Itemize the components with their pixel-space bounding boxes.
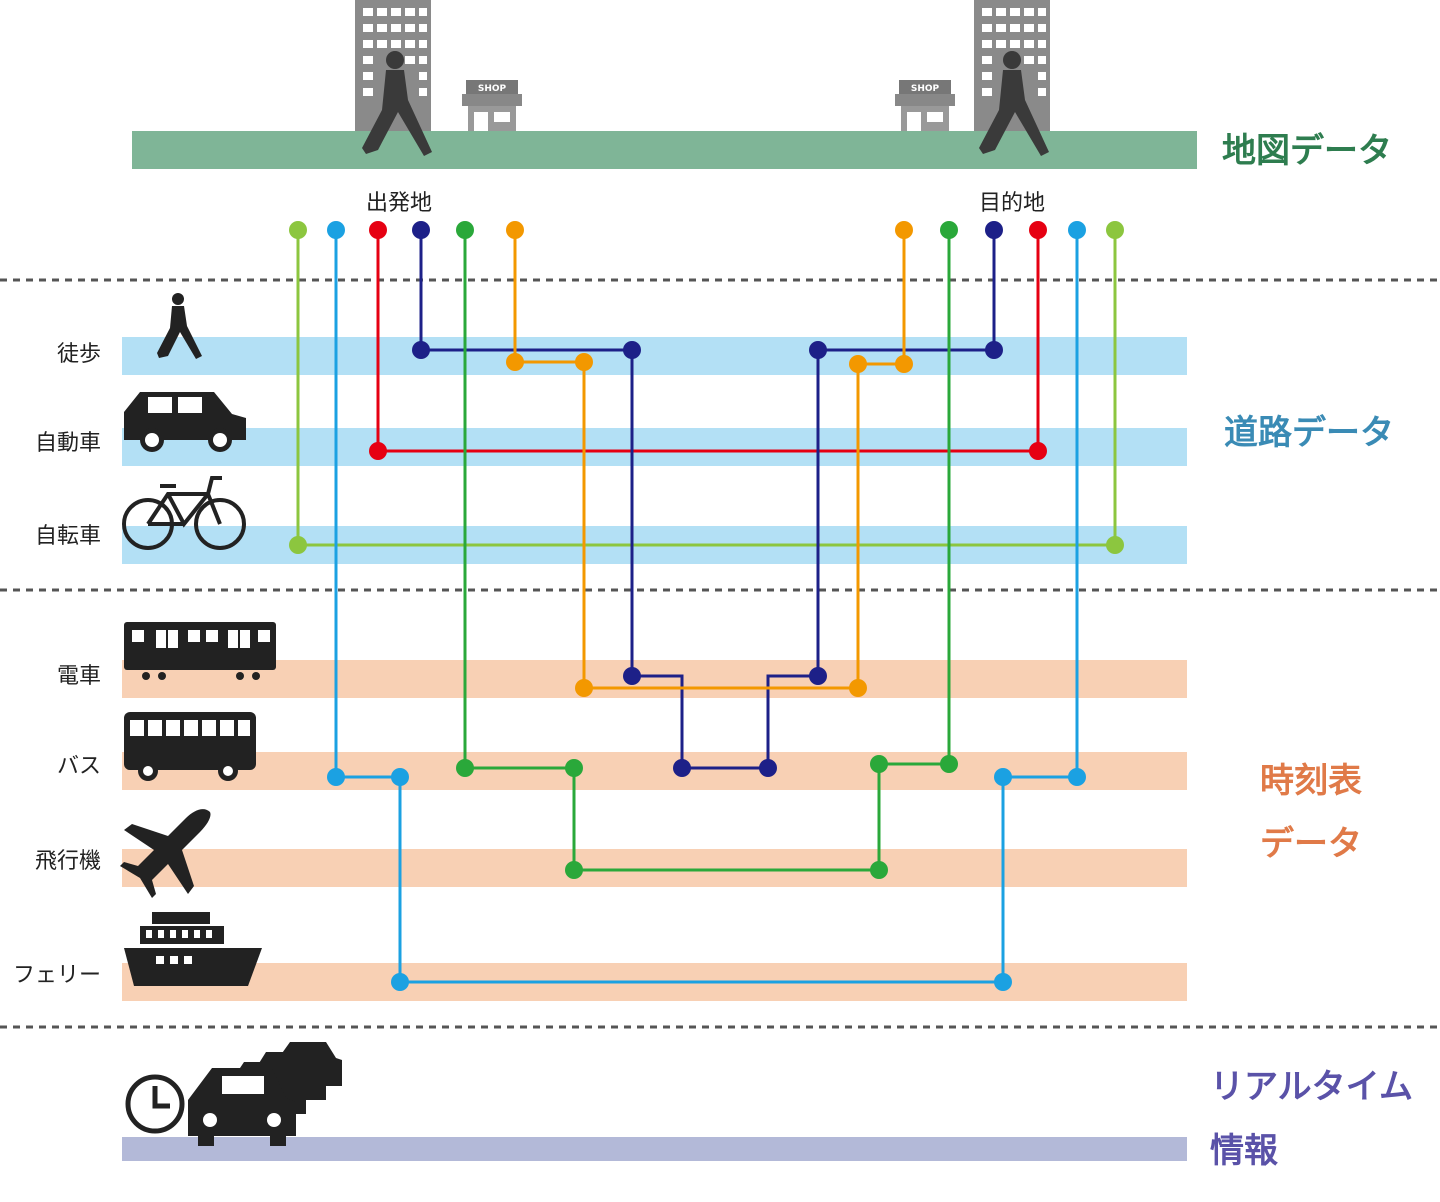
airplane-route-node: [565, 861, 583, 879]
ferry-icon: [124, 912, 262, 986]
ferry-route-node: [327, 221, 345, 239]
airplane-route-node: [870, 755, 888, 773]
train-route-node: [623, 667, 641, 685]
airplane-route-node: [940, 755, 958, 773]
bicycle-route-node: [1106, 536, 1124, 554]
airplane-route-node: [565, 759, 583, 777]
bicycle-route-node: [289, 536, 307, 554]
train-route-node: [985, 341, 1003, 359]
train-walk-route-node: [895, 355, 913, 373]
train-route-node: [759, 759, 777, 777]
traffic-jam-icon: [188, 1042, 342, 1146]
car-label: 自動車: [35, 431, 101, 456]
airplane-route-node: [870, 861, 888, 879]
origin-shop-icon: SHOP: [462, 80, 522, 131]
realtime-info-label-line1: リアルタイム: [1210, 1067, 1413, 1107]
bicycle-route-line: [296, 230, 1117, 547]
car-route-node: [369, 221, 387, 239]
car-band: [122, 428, 1187, 466]
train-label: 電車: [57, 664, 101, 689]
train-route-node: [412, 221, 430, 239]
destination-label: 目的地: [979, 191, 1045, 216]
train-walk-route-node: [575, 353, 593, 371]
train-walk-route-node: [575, 679, 593, 697]
airplane-route-line: [463, 230, 951, 872]
clock-icon: [125, 1074, 185, 1134]
timetable-data-label-line1: 時刻表: [1260, 761, 1362, 801]
road-data-label: 道路データ: [1224, 413, 1394, 453]
car-route-node: [1029, 442, 1047, 460]
car-route-node: [1029, 221, 1047, 239]
train-icon: [124, 622, 276, 680]
origin-walking-person-icon: [362, 51, 432, 156]
ferry-route-node: [391, 768, 409, 786]
train-route-node: [623, 341, 641, 359]
airplane-label: 飛行機: [35, 849, 101, 874]
train-route-node: [809, 341, 827, 359]
bus-icon: [124, 712, 256, 781]
train-route-node: [673, 759, 691, 777]
ferry-route-node: [391, 973, 409, 991]
car-icon: [124, 392, 246, 452]
ferry-route-node: [994, 973, 1012, 991]
car-route-line: [376, 230, 1040, 453]
train-route-line: [419, 230, 996, 770]
bicycle-route-node: [289, 221, 307, 239]
map-data-band: [132, 131, 1197, 169]
destination-shop-icon: SHOP: [895, 80, 955, 131]
destination-shop-sign: SHOP: [911, 84, 940, 94]
bicycle-icon: [122, 476, 246, 550]
bicycle-label: 自転車: [35, 524, 101, 549]
airplane-route-node: [940, 221, 958, 239]
bicycle-route-node: [1106, 221, 1124, 239]
map-data-label: 地図データ: [1222, 131, 1392, 171]
ferry-route-line: [334, 230, 1079, 984]
car-route-node: [369, 442, 387, 460]
train-walk-route-node: [895, 221, 913, 239]
origin-shop-sign: SHOP: [478, 84, 507, 94]
realtime-info-label-line2: 情報: [1210, 1131, 1278, 1171]
realtime-band: [122, 1137, 1187, 1161]
ferry-label: フェリー: [13, 963, 101, 988]
airplane-route-node: [456, 221, 474, 239]
airplane-route-node: [456, 759, 474, 777]
walk-band: [122, 337, 1187, 375]
route-lines: [289, 221, 1124, 991]
bus-label: バス: [57, 754, 101, 779]
ferry-route-node: [1068, 768, 1086, 786]
train-walk-route-node: [506, 221, 524, 239]
timetable-data-label-line2: データ: [1260, 824, 1362, 864]
train-walk-route-node: [849, 679, 867, 697]
bus-band: [122, 752, 1187, 790]
train-walk-route-node: [506, 353, 524, 371]
ferry-route-node: [994, 768, 1012, 786]
train-route-node: [412, 341, 430, 359]
train-walk-route-node: [849, 355, 867, 373]
airplane-band: [122, 849, 1187, 887]
ferry-route-node: [327, 768, 345, 786]
train-route-node: [985, 221, 1003, 239]
destination-walking-person-icon: [979, 51, 1049, 156]
ferry-route-node: [1068, 221, 1086, 239]
walk-label: 徒歩: [57, 342, 101, 367]
train-band: [122, 660, 1187, 698]
walking-person-icon: [157, 293, 202, 359]
origin-label: 出発地: [366, 191, 432, 216]
train-route-node: [809, 667, 827, 685]
airplane-icon: [120, 809, 211, 898]
